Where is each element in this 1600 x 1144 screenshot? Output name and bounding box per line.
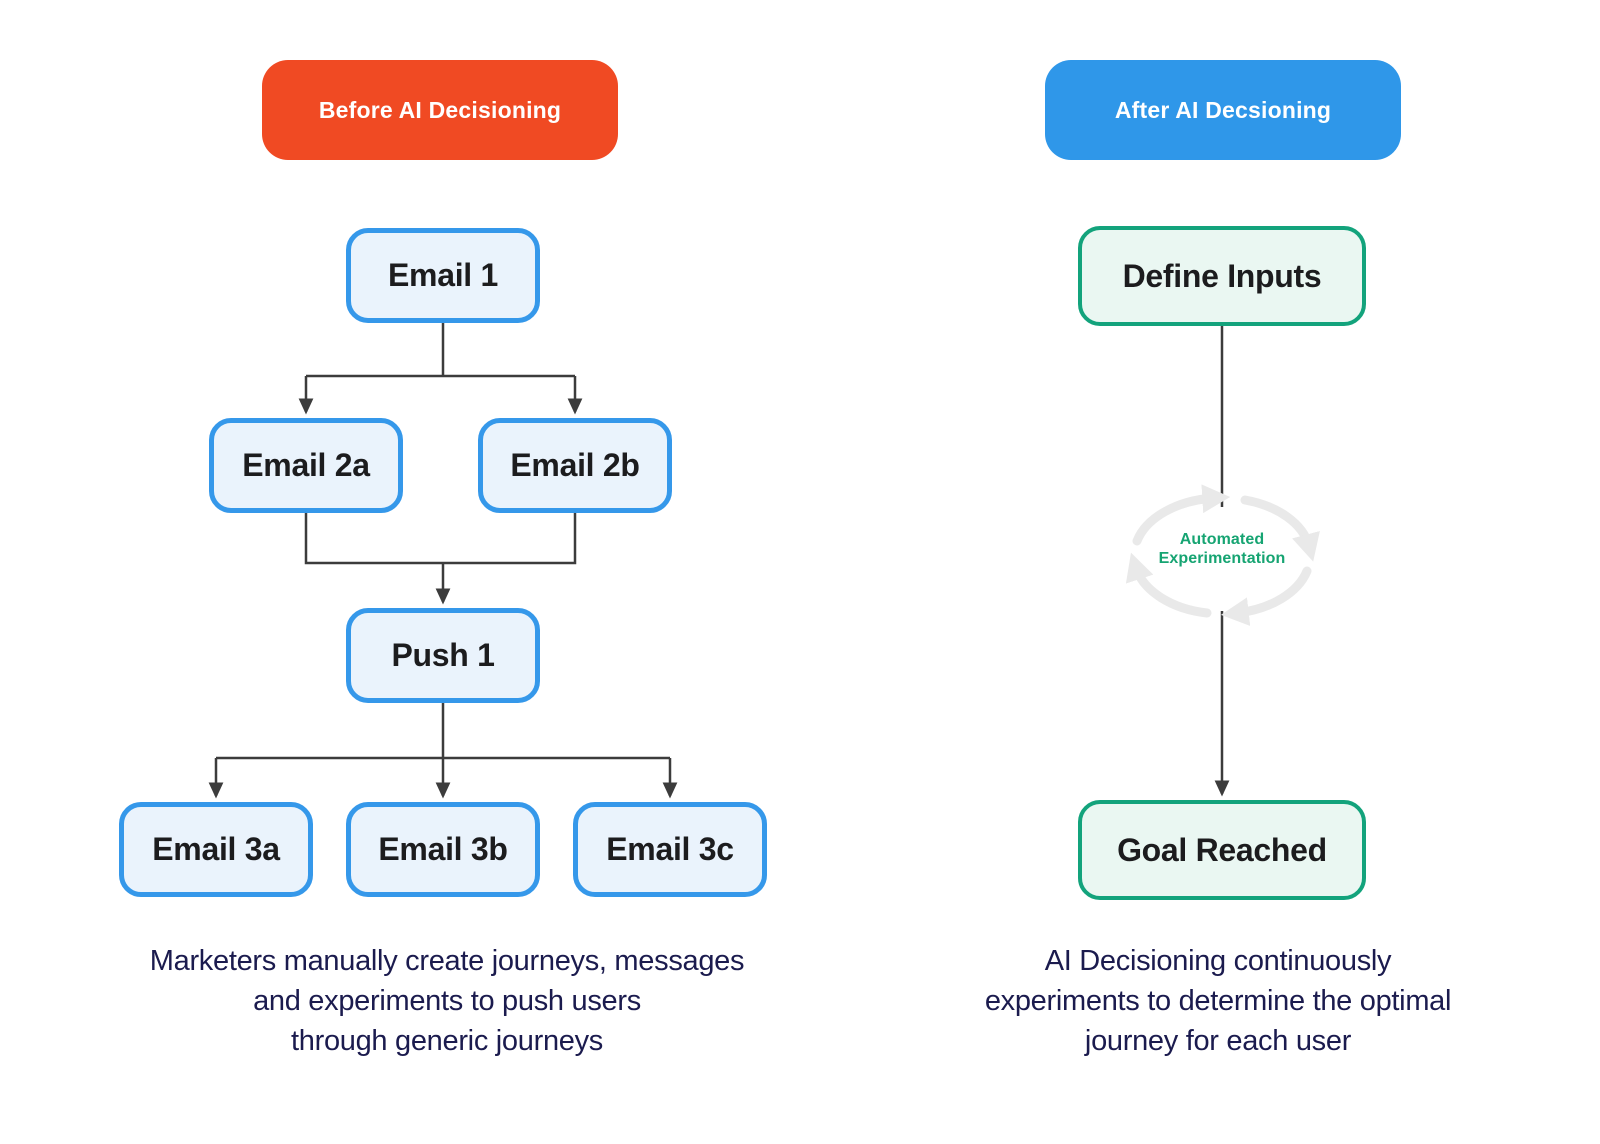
caption-before-ai: Marketers manually create journeys, mess…	[47, 941, 847, 1061]
badge-after-ai-decisioning: After AI Decsioning	[1045, 60, 1401, 160]
caption-line: Marketers manually create journeys, mess…	[149, 945, 745, 977]
node-email-2b: Email 2b	[478, 418, 672, 513]
node-email-3c: Email 3c	[573, 802, 767, 897]
caption-line: AI Decisioning continuously	[1044, 945, 1392, 977]
connector-merge-bar	[304, 513, 577, 565]
caption-line: journey for each user	[1084, 1025, 1352, 1057]
caption-line: through generic journeys	[291, 1025, 603, 1057]
caption-line: experiments to determine the optimal	[984, 985, 1452, 1017]
caption-line: and experiments to push users	[253, 985, 641, 1017]
node-define-inputs: Define Inputs	[1078, 226, 1366, 326]
automated-experimentation-cycle-icon	[1125, 484, 1320, 626]
caption-after-ai: AI Decisioning continuously experiments …	[898, 941, 1538, 1061]
cycle-arc-bottom-icon	[1220, 566, 1312, 626]
badge-before-ai-decisioning: Before AI Decisioning	[262, 60, 618, 160]
node-email-3a: Email 3a	[119, 802, 313, 897]
node-push-1: Push 1	[346, 608, 540, 703]
node-goal-reached: Goal Reached	[1078, 800, 1366, 900]
cycle-arc-left-icon	[1125, 552, 1212, 618]
cycle-arc-top-icon	[1132, 484, 1231, 546]
cycle-label-line-1: Automated	[1179, 531, 1265, 548]
before-flow-connectors	[208, 323, 678, 799]
node-email-1: Email 1	[346, 228, 540, 323]
cycle-label-line-2: Experimentation	[1158, 550, 1286, 567]
cycle-arc-right-icon	[1240, 495, 1320, 562]
node-email-2a: Email 2a	[209, 418, 403, 513]
automated-experimentation-label: Automated Experimentation	[1122, 530, 1322, 568]
node-email-3b: Email 3b	[346, 802, 540, 897]
